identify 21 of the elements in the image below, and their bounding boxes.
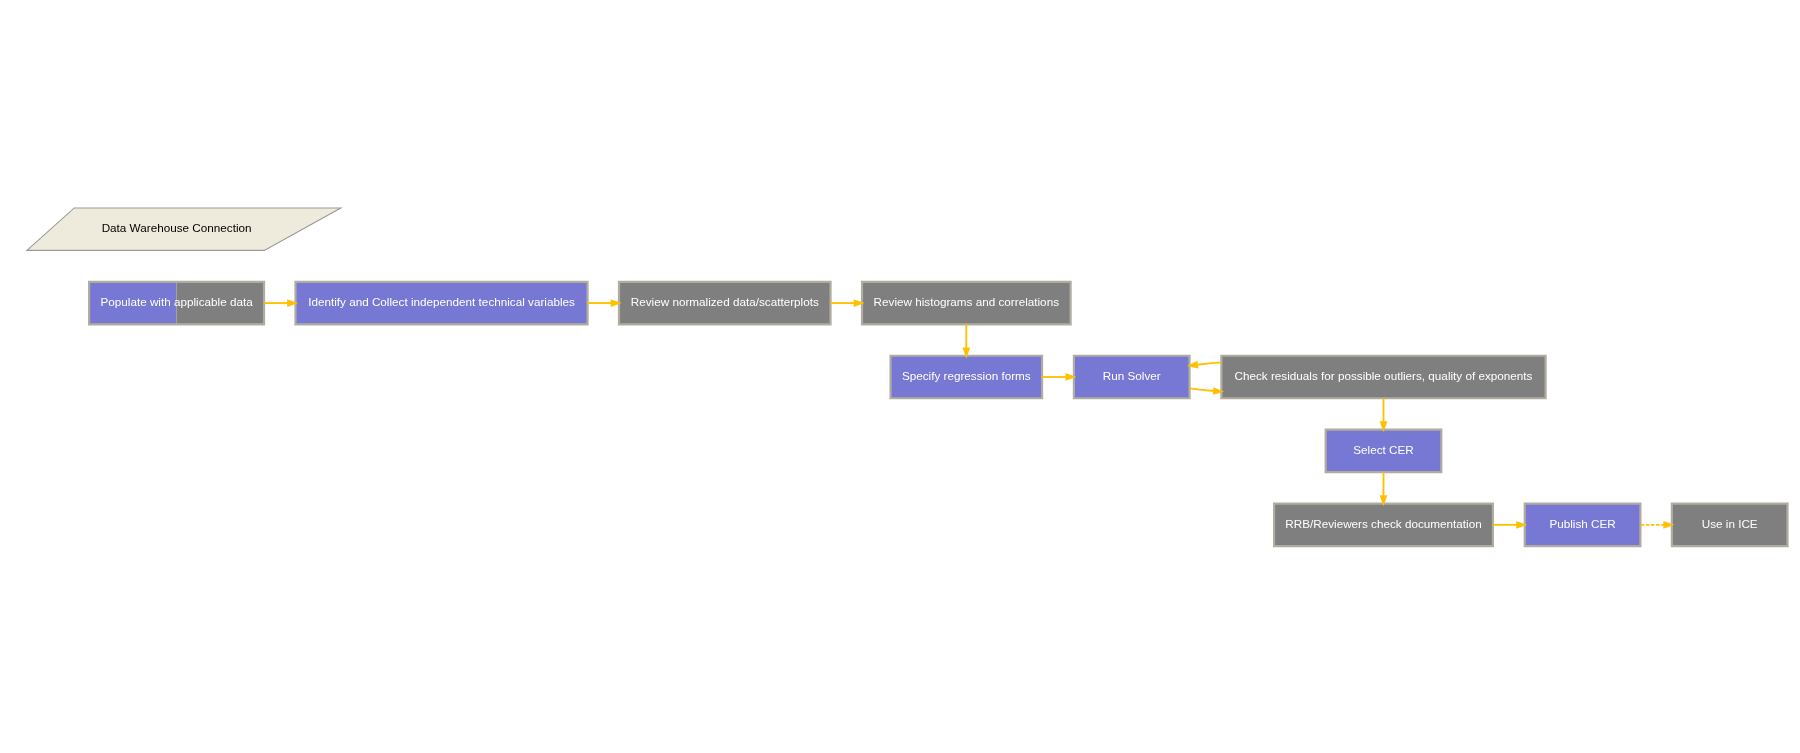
arrow bbox=[1639, 520, 1675, 529]
node-box: Use in ICE bbox=[1670, 502, 1789, 547]
arrow bbox=[962, 322, 971, 358]
arrow bbox=[829, 298, 865, 307]
arrow bbox=[1187, 360, 1223, 368]
arrow bbox=[1379, 470, 1388, 506]
arrow bbox=[263, 298, 299, 307]
node-box: Select CER bbox=[1324, 428, 1443, 473]
node-box: Run Solver bbox=[1072, 354, 1191, 399]
node-box: Publish CER bbox=[1523, 502, 1642, 547]
arrow bbox=[586, 298, 622, 307]
node-box: Specify regression forms bbox=[889, 354, 1044, 399]
node-box: Identify and Collect independent technical variables bbox=[294, 280, 589, 325]
arrow bbox=[1041, 372, 1077, 381]
arrow bbox=[1188, 386, 1225, 395]
node-box: Review histograms and correlations bbox=[860, 280, 1072, 325]
arrow bbox=[1379, 396, 1388, 432]
node-box: RRB/Reviewers check documentation bbox=[1273, 502, 1494, 547]
arrow bbox=[1492, 520, 1528, 529]
node-box: Review normalized data/scatterplots bbox=[617, 280, 832, 325]
node-box: Check residuals for possible outliers, quality of exponents bbox=[1220, 354, 1547, 399]
